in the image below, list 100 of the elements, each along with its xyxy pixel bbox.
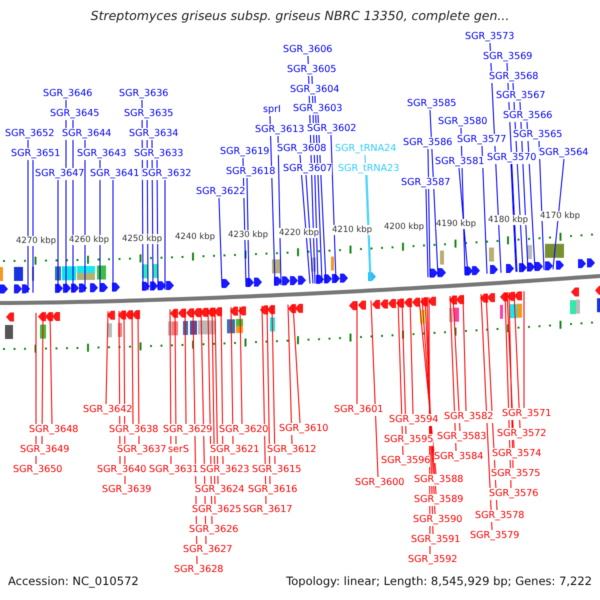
gene-label: SGR_3618 [226, 166, 276, 178]
leader-line [552, 158, 564, 270]
scale-label: 4250 kbp [122, 234, 162, 244]
gene-label: sprI [263, 104, 281, 116]
leader-line [184, 308, 186, 424]
gene-label: SGR_3622 [196, 186, 246, 198]
gene-label: SGR_3633 [134, 148, 184, 160]
leader-line [410, 298, 414, 414]
scale-label: 4220 kbp [279, 228, 320, 238]
gene-label: SGR_3637 [117, 444, 166, 456]
leader-line [402, 298, 406, 434]
gene-label: SGR_3607 [283, 163, 332, 175]
gene-label: SGR_3635 [124, 108, 174, 120]
gene-label: SGR_tRNA23 [338, 163, 400, 175]
leader-line [84, 140, 86, 292]
gene-label: SGR_3567 [496, 90, 546, 102]
gene-label: SGR_tRNA24 [335, 143, 396, 155]
gene-label: SGR_3589 [414, 494, 464, 506]
scale-label: 4260 kbp [69, 235, 110, 245]
gene-label: SGR_3600 [355, 477, 404, 489]
gene-label: SGR_3569 [483, 51, 532, 63]
leader-line [428, 148, 430, 278]
gene-label: SGR_3564 [539, 147, 588, 159]
gene-label: SGR_3650 [13, 464, 62, 476]
gene-label: SGR_3590 [413, 514, 462, 526]
gene-label: SGR_3623 [200, 464, 250, 476]
gene-label: SGR_3619 [220, 146, 270, 158]
gene-label: SGR_3601 [334, 404, 384, 416]
gene-label: SGR_3579 [470, 530, 520, 542]
gene-label: SGR_3570 [487, 152, 536, 164]
leader-line [112, 180, 114, 292]
gene-label: SGR_3620 [219, 424, 268, 436]
leader-line [230, 306, 234, 444]
gene-label: SGR_3639 [102, 484, 152, 496]
gene-label: serS [168, 444, 189, 456]
gene-label: SGR_3566 [503, 110, 552, 122]
gene-label: SGR_3652 [5, 128, 54, 140]
gene-label: SGR_3636 [119, 88, 168, 100]
leader-line [42, 312, 44, 444]
gene-label: SGR_3573 [465, 31, 514, 43]
gene-label: SGR_3615 [252, 464, 302, 476]
gene-label: SGR_3584 [434, 451, 484, 463]
gene-label: SGR_3644 [62, 128, 112, 140]
scale-label: 4200 kbp [384, 222, 424, 232]
leader-line [366, 174, 372, 281]
gene-label: SGR_3605 [287, 64, 336, 76]
gene-label: SGR_3625 [192, 504, 242, 516]
leader-line [214, 307, 218, 484]
footer-text: Topology: linear; Length: 8,545,929 bp; Genes: 7,222 [286, 574, 592, 588]
gene-label: SGR_3591 [411, 534, 460, 546]
gene-label: SGR_3580 [438, 116, 488, 128]
leader-line [370, 300, 378, 478]
scale-label: 4180 kbp [488, 215, 528, 225]
leader-line [288, 304, 292, 444]
leader-line [458, 168, 468, 276]
scale-label: 4210 kbp [332, 225, 372, 235]
leader-line [170, 308, 172, 464]
gene-label: SGR_3596 [381, 455, 430, 467]
leader-line [482, 146, 488, 274]
leader-line [270, 116, 276, 286]
scale-label: 4240 kbp [175, 232, 216, 242]
gene-label: SGR_3578 [475, 510, 524, 522]
gene-label: SGR_3581 [435, 156, 484, 168]
leader-line [246, 178, 250, 287]
gene-label: SGR_3603 [293, 103, 342, 115]
gene-label: SGR_3608 [277, 143, 326, 155]
gene-label: SGR_3576 [489, 488, 538, 500]
gene-label: SGR_3646 [43, 88, 92, 100]
leader-line [306, 174, 314, 284]
leader-line [422, 297, 436, 494]
gene-label: SGR_3583 [437, 431, 486, 443]
gene-label: SGR_3594 [389, 414, 438, 426]
gene-label: SGR_3565 [513, 129, 562, 141]
gene-label: SGR_3568 [489, 71, 538, 83]
leader-line [106, 310, 108, 404]
leader-line [330, 134, 336, 283]
gene-label: SGR_3577 [457, 134, 506, 146]
gene-label: SGR_3643 [77, 148, 126, 160]
gene-label: SGR_3627 [183, 544, 232, 556]
gene-label: SGR_3629 [163, 424, 212, 436]
gene-label: SGR_3638 [109, 424, 158, 436]
gene-label: SGR_3647 [35, 168, 84, 180]
gene-label: SGR_3588 [414, 474, 464, 486]
leader-line [356, 300, 358, 404]
leader-line [50, 312, 52, 424]
leader-line [132, 310, 134, 424]
gene-label: SGR_3613 [255, 124, 304, 136]
gene-label: SGR_3606 [283, 44, 332, 56]
footer-text: Accession: NC_010572 [8, 574, 139, 588]
gene-label: SGR_3648 [29, 424, 78, 436]
gene-label: SGR_3595 [384, 434, 434, 446]
leader-line [514, 291, 520, 428]
leader-line [418, 297, 436, 474]
scale-label: 4270 kbp [16, 236, 56, 246]
leader-line [510, 164, 516, 272]
gene-label: SGR_3586 [403, 137, 452, 149]
leader-line [266, 305, 270, 484]
gene-label: SGR_3617 [243, 504, 292, 516]
gene-label: SGR_3602 [307, 123, 356, 135]
leader-line [32, 160, 34, 294]
